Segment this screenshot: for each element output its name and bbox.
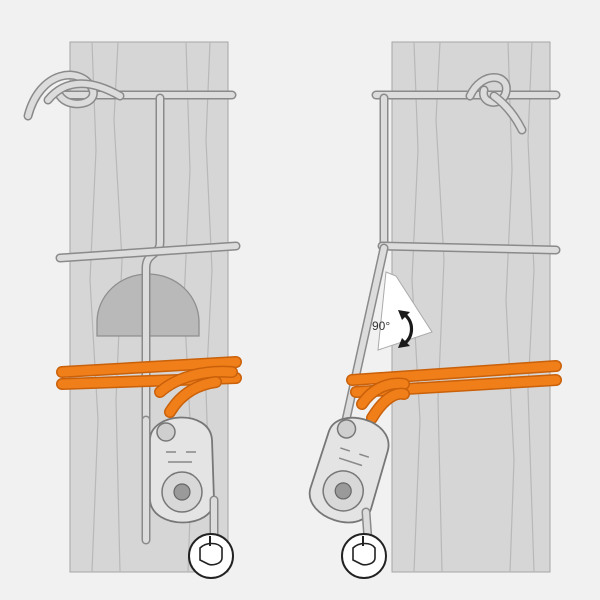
right-pulley xyxy=(308,416,390,524)
left-panel xyxy=(23,41,242,579)
hand-pull-icon xyxy=(341,533,387,579)
curved-double-arrow-icon xyxy=(398,310,414,348)
left-top-knot xyxy=(23,70,125,121)
right-panel: 90° xyxy=(308,41,562,579)
hand-pull-icon xyxy=(188,533,234,579)
right-top-knot xyxy=(465,73,527,135)
right-orange-sling xyxy=(346,360,562,424)
angle-indicator: 90° xyxy=(372,271,433,351)
angle-label: 90° xyxy=(372,319,390,333)
left-pulley xyxy=(149,416,215,524)
left-orange-sling xyxy=(56,356,242,418)
